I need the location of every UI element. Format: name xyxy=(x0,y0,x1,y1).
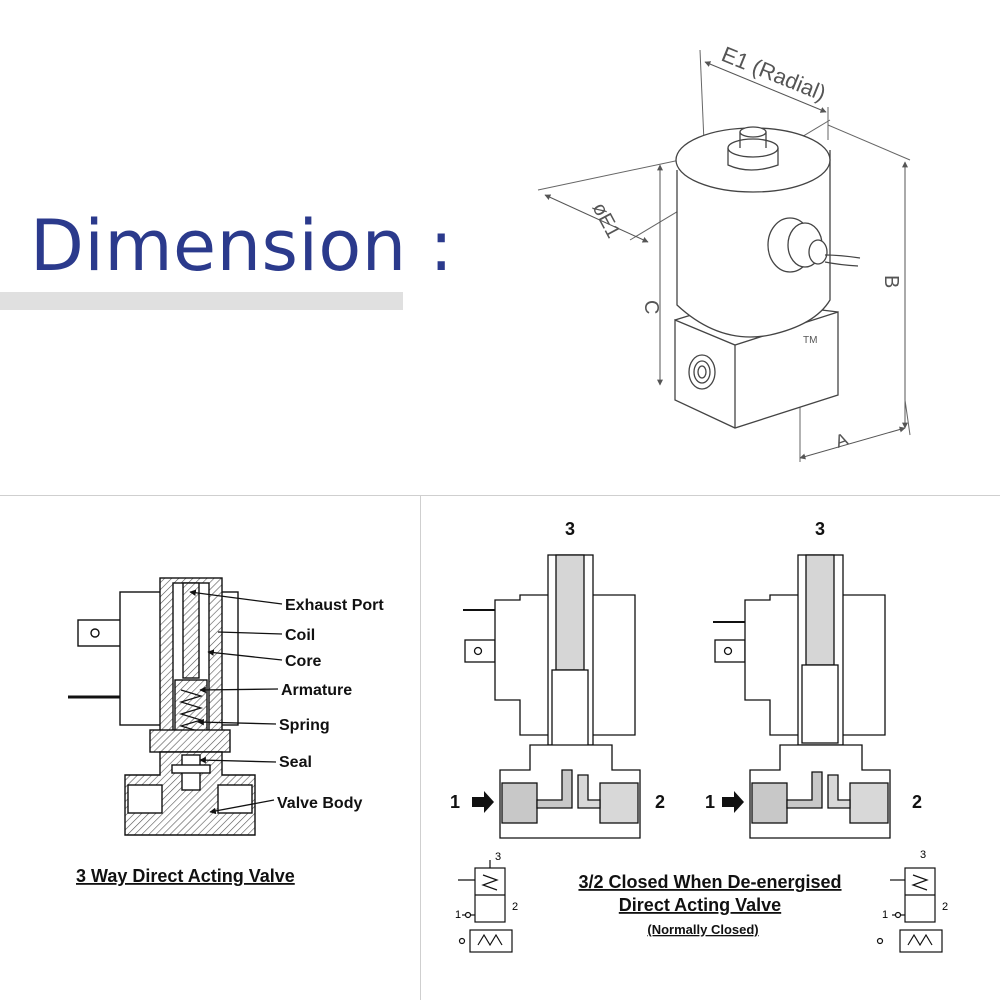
right-subtitle: (Normally Closed) xyxy=(647,922,758,937)
symbol-port-1-right: 1 xyxy=(882,909,888,921)
symbol-port-3-right: 3 xyxy=(920,849,926,861)
dim-label-b: B xyxy=(880,275,902,288)
flow-arrows xyxy=(472,791,744,813)
isometric-valve-drawing xyxy=(537,49,911,462)
callout-valve-body: Valve Body xyxy=(277,795,362,812)
dim-label-e1: E1 (Radial) xyxy=(718,41,829,105)
right-diagram-titles: 3/2 Closed When De-energised Direct Acti… xyxy=(578,872,841,937)
callout-spring: Spring xyxy=(279,717,330,734)
port-2-left: 2 xyxy=(655,792,665,812)
three-way-valve-section xyxy=(68,577,256,836)
symbol-port-3-left: 3 xyxy=(495,851,501,863)
port-2-right: 2 xyxy=(912,792,922,812)
callout-core: Core xyxy=(285,653,322,670)
callout-armature: Armature xyxy=(281,682,352,699)
symbol-port-1-left: 1 xyxy=(455,909,461,921)
valve-symbols xyxy=(458,860,943,953)
callout-exhaust-port: Exhaust Port xyxy=(285,597,384,614)
vertical-divider xyxy=(420,496,421,1000)
left-diagram-title: 3 Way Direct Acting Valve xyxy=(76,866,295,886)
page-heading: Dimension : xyxy=(30,205,454,287)
callout-coil: Coil xyxy=(285,627,315,644)
callout-seal: Seal xyxy=(279,754,312,771)
right-title-line2: Direct Acting Valve xyxy=(619,895,781,915)
left-callout-labels: Exhaust Port Coil Core Armature Spring S… xyxy=(76,597,384,886)
right-port-labels: 3 3 1 2 1 2 3 2 1 3 2 1 xyxy=(450,519,948,921)
port-1-left: 1 xyxy=(450,792,460,812)
nc-valve-section-energised xyxy=(463,554,641,839)
nc-valve-section-de-energised xyxy=(713,554,891,839)
horizontal-divider xyxy=(0,495,1000,496)
right-title-line1: 3/2 Closed When De-energised xyxy=(578,872,841,892)
dim-label-phi-e1: øE1 xyxy=(588,199,625,242)
port-3-left: 3 xyxy=(565,519,575,539)
heading-underline xyxy=(0,292,403,310)
dim-label-c: C xyxy=(640,300,662,314)
symbol-port-2-right: 2 xyxy=(942,901,948,913)
symbol-port-2-left: 2 xyxy=(512,901,518,913)
port-1-right: 1 xyxy=(705,792,715,812)
port-3-right: 3 xyxy=(815,519,825,539)
left-callout-leaders xyxy=(189,589,283,815)
trademark-mark: TM xyxy=(803,335,817,346)
